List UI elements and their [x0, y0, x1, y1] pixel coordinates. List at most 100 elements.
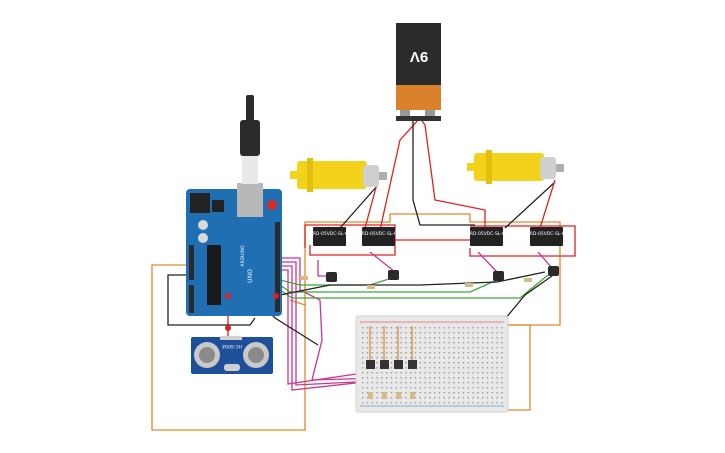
pushbutton-2[interactable]: [380, 360, 389, 369]
resistor-3[interactable]: [465, 283, 473, 287]
breadboard-hole: [400, 342, 402, 344]
breadboard-hole: [419, 387, 421, 389]
resistor-2[interactable]: [367, 285, 375, 289]
breadboard-hole: [434, 402, 436, 404]
breadboard-hole: [486, 332, 489, 334]
breadboard-hole: [434, 377, 436, 379]
breadboard-hole: [462, 367, 465, 369]
relay-2[interactable]: SRD-05VDC-SL-C: [359, 227, 397, 246]
breadboard-hole: [448, 332, 450, 334]
transistor-1[interactable]: [326, 272, 337, 282]
breadboard-hole: [405, 367, 407, 369]
breadboard-hole: [482, 327, 484, 329]
bb-resistor-2[interactable]: [382, 392, 387, 399]
resistor-4[interactable]: [524, 278, 532, 282]
breadboard-hole: [414, 352, 417, 354]
battery-9v[interactable]: 9V: [396, 23, 441, 121]
breadboard-hole: [491, 327, 493, 329]
pushbutton-1[interactable]: [366, 360, 375, 369]
breadboard-hole: [496, 402, 498, 404]
breadboard-hole: [366, 392, 369, 394]
breadboard-hole: [448, 327, 450, 329]
breadboard-hole: [458, 352, 460, 354]
transistor-4[interactable]: [548, 266, 559, 276]
breadboard-hole: [491, 367, 493, 369]
breadboard-hole: [458, 327, 460, 329]
breadboard-hole: [491, 372, 493, 374]
wire-magenta-2: [280, 261, 396, 386]
breadboard-hole: [477, 387, 479, 389]
pushbutton-4[interactable]: [408, 360, 417, 369]
breadboard-hole: [371, 357, 373, 359]
breadboard-hole: [386, 332, 388, 334]
junction-5v: [225, 293, 231, 299]
breadboard-hole: [453, 397, 455, 399]
breadboard-hole: [405, 332, 407, 334]
pushbutton-3[interactable]: [394, 360, 403, 369]
breadboard-hole: [438, 352, 441, 354]
breadboard-hole: [419, 372, 421, 374]
relay-1[interactable]: SRD-05VDC-SL-C: [310, 227, 348, 246]
breadboard-hole: [486, 402, 489, 404]
atmega-chip: [207, 245, 221, 305]
usb-port: [237, 183, 263, 217]
breadboard-hole: [501, 357, 503, 359]
dc-motor-right[interactable]: [467, 150, 564, 184]
breadboard-hole: [482, 387, 484, 389]
breadboard-hole: [381, 402, 383, 404]
usb-cable-wire: [246, 95, 254, 123]
transistor-2[interactable]: [388, 270, 399, 280]
breadboard-hole: [448, 367, 450, 369]
breadboard-hole: [429, 387, 431, 389]
breadboard-hole: [395, 357, 397, 359]
ultrasonic-sensor[interactable]: HC-SR04: [191, 336, 273, 374]
breadboard-hole: [419, 377, 421, 379]
breadboard-hole: [362, 347, 364, 349]
transistor-3[interactable]: [493, 271, 504, 281]
breadboard[interactable]: [355, 315, 509, 413]
breadboard-hole: [414, 327, 417, 329]
breadboard-hole: [362, 382, 364, 384]
relay-4[interactable]: SRD-05VDC-SL-C: [527, 227, 565, 246]
breadboard-hole: [429, 402, 431, 404]
breadboard-hole: [414, 382, 417, 384]
breadboard-hole: [486, 397, 489, 399]
breadboard-hole: [376, 392, 378, 394]
breadboard-hole: [400, 357, 402, 359]
breadboard-hole: [477, 382, 479, 384]
breadboard-hole: [381, 357, 383, 359]
breadboard-hole: [496, 377, 498, 379]
breadboard-hole: [438, 347, 441, 349]
breadboard-hole: [400, 382, 402, 384]
breadboard-hole: [424, 382, 426, 384]
bb-resistor-4[interactable]: [410, 392, 415, 399]
breadboard-hole: [443, 367, 445, 369]
breadboard-hole: [400, 377, 402, 379]
wire-black-battery: [412, 118, 475, 226]
bb-resistor-1[interactable]: [368, 392, 373, 399]
breadboard-hole: [386, 342, 388, 344]
dc-motor-left[interactable]: [290, 158, 387, 192]
breadboard-hole: [381, 347, 383, 349]
arduino-uno[interactable]: UNO ARDUINO: [186, 95, 282, 331]
breadboard-hole: [438, 337, 441, 339]
breadboard-hole: [414, 342, 417, 344]
breadboard-hole: [448, 382, 450, 384]
breadboard-hole: [414, 332, 417, 334]
breadboard-hole: [419, 327, 421, 329]
breadboard-hole: [390, 372, 393, 374]
breadboard-hole: [462, 362, 465, 364]
breadboard-hole: [491, 402, 493, 404]
breadboard-hole: [448, 402, 450, 404]
reset-button[interactable]: [267, 200, 277, 210]
resistor-1[interactable]: [300, 276, 308, 280]
breadboard-hole: [366, 382, 369, 384]
breadboard-hole: [486, 362, 489, 364]
relay-3[interactable]: SRD-05VDC-SL-C: [467, 227, 505, 246]
breadboard-hole: [491, 397, 493, 399]
breadboard-hole: [395, 387, 397, 389]
breadboard-hole: [462, 342, 465, 344]
breadboard-hole: [486, 372, 489, 374]
bb-resistor-3[interactable]: [396, 392, 401, 399]
breadboard-hole: [429, 372, 431, 374]
